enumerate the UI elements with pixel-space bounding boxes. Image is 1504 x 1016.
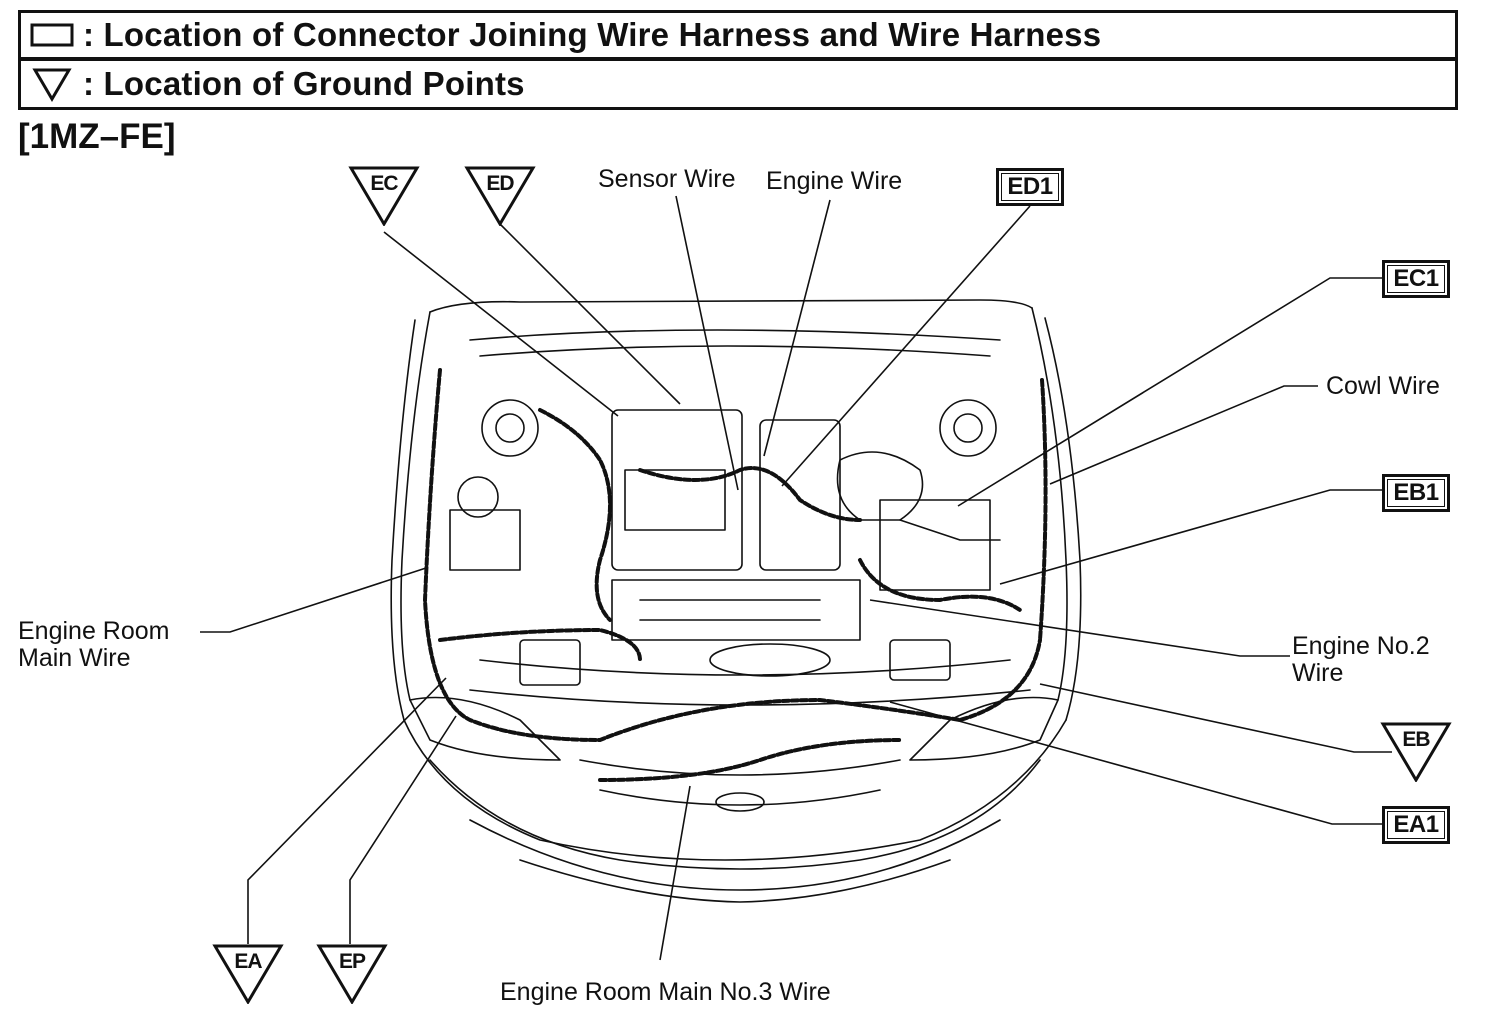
- engine-model-label: [1MZ–FE]: [18, 117, 176, 156]
- engine-no2-line1: Engine No.2: [1292, 632, 1430, 660]
- engine-room-main-line2: Main Wire: [18, 644, 131, 672]
- connector-eb1: EB1: [1382, 474, 1450, 512]
- engine-wire-label: Engine Wire: [766, 167, 903, 195]
- ground-point-ea: EA: [212, 944, 284, 1004]
- engine-room-main-wire-label: Engine Room Main Wire: [18, 618, 169, 672]
- ground-point-ec: EC: [348, 166, 420, 226]
- connector-ea1: EA1: [1382, 806, 1450, 844]
- triangle-down-icon: [348, 166, 420, 226]
- legend-ground-row: : Location of Ground Points: [18, 58, 1458, 110]
- triangle-down-icon: [316, 944, 388, 1004]
- cowl-wire-label: Cowl Wire: [1326, 372, 1440, 400]
- engine-room-main-line1: Engine Room: [18, 617, 170, 645]
- ground-point-ec-label: EC: [370, 172, 398, 195]
- engine-no2-line2: Wire: [1292, 659, 1344, 687]
- ground-point-eb: EB: [1380, 722, 1452, 782]
- triangle-down-icon: [464, 166, 536, 226]
- rectangle-icon: [21, 22, 83, 48]
- ground-point-ep: EP: [316, 944, 388, 1004]
- legend-ground-text: : Location of Ground Points: [83, 65, 525, 102]
- ground-point-eb-label: EB: [1402, 728, 1430, 751]
- triangle-down-icon: [1380, 722, 1452, 782]
- triangle-down-icon: [21, 66, 83, 102]
- ground-point-ep-label: EP: [338, 950, 366, 973]
- sensor-wire-label: Sensor Wire: [598, 165, 736, 193]
- ground-point-ea-label: EA: [234, 950, 262, 973]
- connector-ec1: EC1: [1382, 260, 1450, 298]
- triangle-down-icon: [212, 944, 284, 1004]
- ground-point-ed-label: ED: [486, 172, 514, 195]
- ground-point-ed: ED: [464, 166, 536, 226]
- engine-no2-wire-label: Engine No.2 Wire: [1292, 633, 1430, 687]
- legend-connector-text: : Location of Connector Joining Wire Har…: [83, 16, 1102, 53]
- engine-room-main-no3-wire-label: Engine Room Main No.3 Wire: [500, 978, 831, 1006]
- connector-ed1: ED1: [996, 168, 1064, 206]
